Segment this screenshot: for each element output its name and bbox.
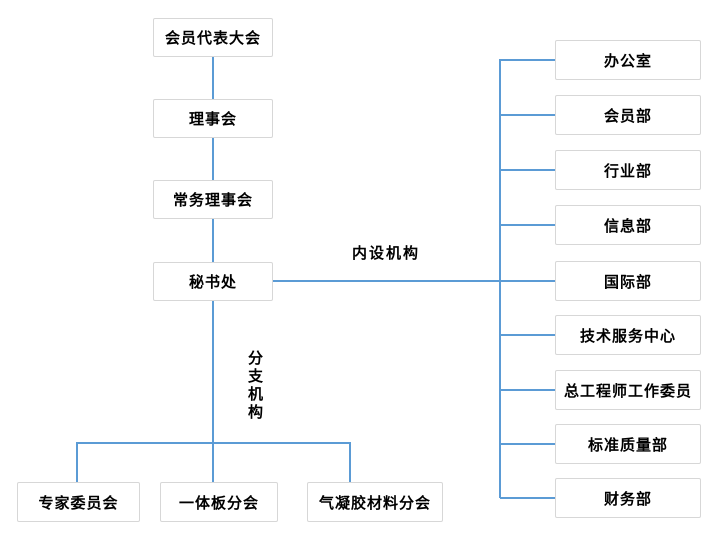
connector-line [349,442,351,482]
node-integrated-panel-branch: 一体板分会 [160,482,278,522]
label-internal-orgs: 内设机构 [352,245,421,262]
label-branch-orgs: 分支机构 [246,350,263,422]
node-information-dept: 信息部 [555,205,701,245]
node-office: 办公室 [555,40,701,80]
connector-line [212,138,214,180]
connector-line [212,219,214,262]
node-standing-council: 常务理事会 [153,180,273,219]
node-membership-dept: 会员部 [555,95,701,135]
node-finance-dept: 财务部 [555,478,701,518]
connector-line [273,280,555,282]
connector-line [76,442,350,444]
connector-line [500,334,555,336]
node-council: 理事会 [153,99,273,138]
node-member-congress: 会员代表大会 [153,18,273,57]
node-expert-committee: 专家委员会 [17,482,140,522]
node-secretariat: 秘书处 [153,262,273,301]
connector-line [499,59,501,498]
node-chief-engineer-committee: 总工程师工作委员 [555,370,701,410]
connector-line [76,442,78,482]
connector-line [500,389,555,391]
connector-line [500,443,555,445]
node-international-dept: 国际部 [555,261,701,301]
connector-line [212,301,214,482]
node-standards-quality-dept: 标准质量部 [555,424,701,464]
node-tech-service-center: 技术服务中心 [555,315,701,355]
node-industry-dept: 行业部 [555,150,701,190]
connector-line [212,57,214,99]
connector-line [500,59,555,61]
connector-line [500,224,555,226]
connector-line [500,497,555,499]
node-aerogel-materials-branch: 气凝胶材料分会 [307,482,443,522]
connector-line [500,169,555,171]
connector-line [500,114,555,116]
